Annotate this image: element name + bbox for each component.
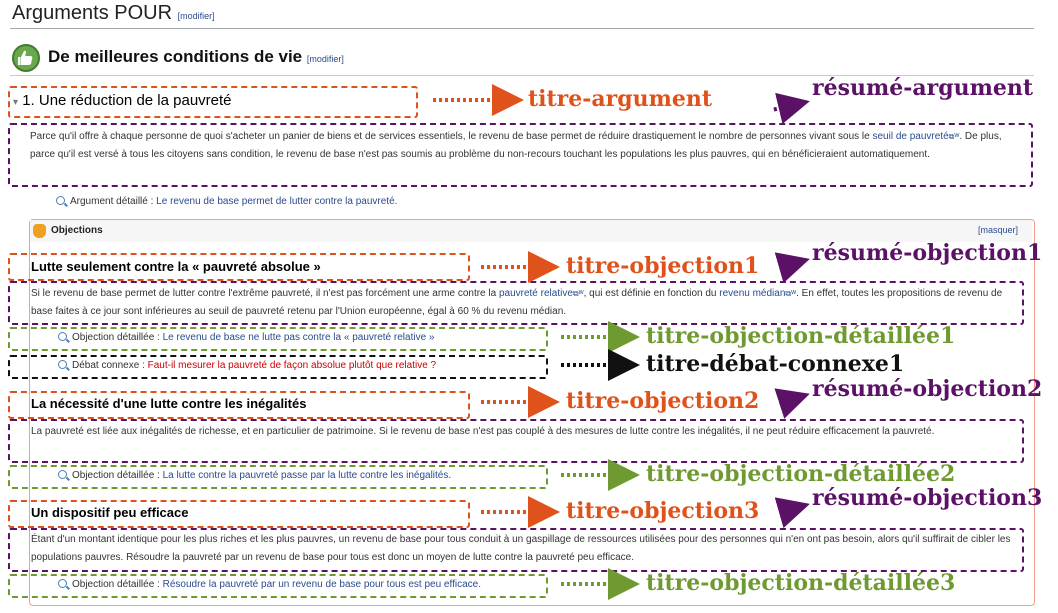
annotation-box-titre-objection-detaillee3 (8, 574, 548, 598)
objection-3-summary: Étant d'un montant identique pour les pl… (31, 534, 1011, 563)
objection-3-detail: Objection détaillée : Résoudre la pauvre… (58, 579, 481, 590)
section-title-text: De meilleures conditions de vie (48, 47, 303, 66)
annotation-box-titre-debat-connexe1 (8, 355, 548, 379)
page-title-text: Arguments POUR (12, 2, 173, 24)
objection-2-summary: La pauvreté est liée aux inégalités de r… (31, 426, 935, 437)
page-edit-link[interactable]: [modifier] (177, 11, 215, 21)
objection-1-detail-link[interactable]: Le revenu de base ne lutte pas contre la… (162, 332, 435, 343)
annotation-label-titre-argument: titre-argument (528, 86, 713, 112)
argument-detail: Argument détaillé : Le revenu de base pe… (56, 196, 397, 207)
annotation-box-titre-argument (8, 86, 418, 118)
hide-objections-link[interactable]: [masquer] (978, 225, 1019, 235)
page-title: Arguments POUR [modifier] (12, 2, 215, 25)
annotation-label-titre-objection-detaillee1: titre-objection-détaillée1 (646, 323, 956, 349)
arrow-resume-objection2 (774, 388, 810, 419)
magnifier-icon (58, 332, 67, 341)
annotation-label-resume-objection2: résumé-objection2 (812, 376, 1043, 402)
annotation-label-titre-debat-connexe1: titre-débat-connexe1 (646, 351, 905, 377)
section-title: De meilleures conditions de vie [modifie… (48, 47, 344, 67)
argument-title[interactable]: ▾ 1. Une réduction de la pauvreté (13, 92, 232, 109)
magnifier-icon (58, 579, 67, 588)
external-link-icon: ⧉ᵂ (572, 289, 584, 298)
arrow-resume-objection3 (774, 497, 810, 529)
objection-1-detail: Objection détaillée : Le revenu de base … (58, 332, 434, 343)
arrow-resume-argument (771, 92, 810, 124)
external-link-icon: ⧉ᵂ (948, 132, 960, 141)
link-seuil-pauvrete[interactable]: seuil de pauvreté (872, 131, 949, 142)
annotation-label-titre-objection2: titre-objection2 (566, 388, 760, 414)
annotation-box-resume-argument (8, 123, 1033, 187)
objections-header-label: Objections (51, 225, 103, 236)
collapse-toggle-icon[interactable]: ▾ (13, 97, 19, 108)
annotation-label-resume-objection3: résumé-objection3 (812, 485, 1043, 511)
annotation-box-titre-objection3 (8, 500, 470, 528)
link-revenu-median[interactable]: revenu médian (719, 288, 786, 299)
annotation-label-resume-objection1: résumé-objection1 (812, 240, 1043, 266)
objections-header (30, 220, 1032, 242)
annotation-box-titre-objection1 (8, 253, 470, 281)
argument-detail-link[interactable]: Le revenu de base permet de lutter contr… (156, 196, 398, 207)
annotation-label-titre-objection-detaillee2: titre-objection-détaillée2 (646, 461, 956, 487)
annotation-label-titre-objection3: titre-objection3 (566, 498, 760, 524)
annotation-label-resume-argument: résumé-argument (812, 75, 1034, 101)
section-divider (10, 75, 1034, 76)
annotation-box-titre-objection-detaillee2 (8, 465, 548, 489)
hand-icon (33, 224, 46, 238)
annotation-label-titre-objection-detaillee3: titre-objection-détaillée3 (646, 570, 956, 596)
magnifier-icon (58, 360, 67, 369)
annotation-label-titre-objection1: titre-objection1 (566, 253, 760, 279)
magnifier-icon (56, 196, 65, 205)
section-edit-link[interactable]: [modifier] (306, 54, 344, 64)
magnifier-icon (58, 470, 67, 479)
argument-summary: Parce qu'il offre à chaque personne de q… (30, 131, 1002, 160)
objection-3-title: Un dispositif peu efficace (31, 505, 189, 520)
objection-1-debate-link[interactable]: Faut-il mesurer la pauvreté de façon abs… (147, 360, 437, 371)
arrow-resume-objection1 (774, 252, 810, 284)
objection-1-title: Lutte seulement contre la « pauvreté abs… (31, 259, 321, 274)
annotation-box-resume-objection2 (8, 419, 1024, 463)
objection-2-title: La nécessité d'une lutte contre les inég… (31, 396, 307, 411)
link-pauvrete-relative[interactable]: pauvreté relative (498, 288, 573, 299)
objection-2-detail: Objection détaillée : La lutte contre la… (58, 470, 451, 481)
thumbs-up-icon (12, 44, 40, 72)
annotation-box-resume-objection3 (8, 528, 1024, 572)
argument-title-text: 1. Une réduction de la pauvreté (22, 92, 232, 109)
objection-3-detail-link[interactable]: Résoudre la pauvreté par un revenu de ba… (162, 579, 481, 590)
external-link-icon: ⧉ᵂ (785, 289, 797, 298)
title-divider (10, 28, 1034, 29)
objection-1-debate: Débat connexe : Faut-il mesurer la pauvr… (58, 360, 436, 371)
objection-2-detail-link[interactable]: La lutte contre la pauvreté passe par la… (162, 470, 452, 481)
annotation-box-titre-objection2 (8, 391, 470, 419)
annotation-box-resume-objection1 (8, 281, 1024, 325)
annotation-box-titre-objection-detaillee1 (8, 327, 548, 351)
objection-1-summary: Si le revenu de base permet de lutter co… (31, 288, 1003, 317)
